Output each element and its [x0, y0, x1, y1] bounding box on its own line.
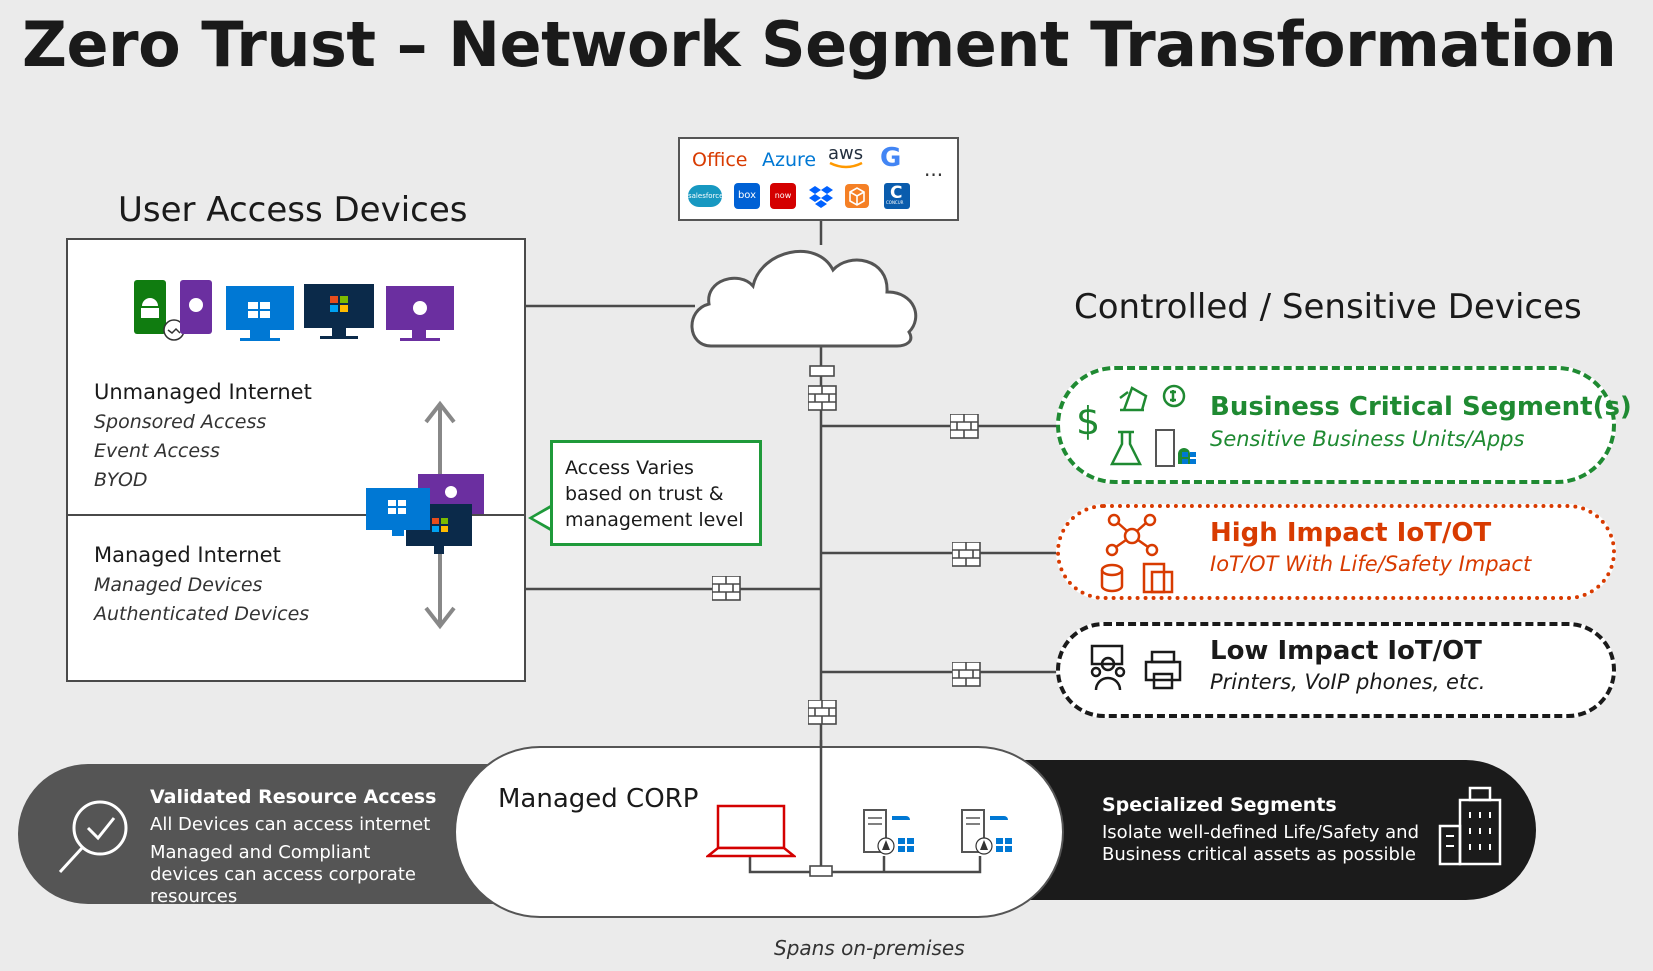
controlled-devices-heading: Controlled / Sensitive Devices: [1074, 287, 1582, 327]
aws-logo: aws: [828, 143, 864, 164]
dropbox-icon: [809, 186, 833, 208]
list-item: BYOD: [94, 469, 148, 491]
corp-lan-lines: [748, 740, 982, 877]
google-logo-icon: G: [880, 143, 902, 173]
low-impact-title: Low Impact IoT/OT: [1210, 636, 1482, 666]
package-icon: [845, 184, 869, 208]
search-check-icon: [58, 800, 128, 874]
more-apps-label: ...: [924, 157, 944, 181]
high-impact-subtitle: IoT/OT With Life/Safety Impact: [1210, 552, 1532, 576]
office-logo: Office: [692, 149, 748, 171]
people-printer-icon: [1090, 644, 1182, 691]
trust-level-arrow-icon: [366, 400, 484, 630]
list-item: Managed Devices: [94, 574, 263, 596]
aws-smile-icon: [829, 161, 863, 169]
firewall-icon: [952, 662, 981, 687]
firewall-icon: [808, 365, 837, 411]
validated-title: Validated Resource Access: [150, 786, 437, 808]
laptop-icon: [706, 804, 796, 858]
svg-text:$: $: [1076, 399, 1100, 443]
high-impact-title: High Impact IoT/OT: [1210, 518, 1492, 548]
internet-cloud-icon: [690, 249, 918, 348]
windows-monitor-icon: [226, 286, 294, 341]
server-icon: [961, 809, 1012, 855]
user-access-heading: User Access Devices: [118, 190, 468, 230]
validated-line1: All Devices can access internet: [150, 814, 431, 835]
validated-line2: Managed and Compliant devices can access…: [150, 842, 416, 907]
unmanaged-managed-divider: [66, 514, 526, 516]
high-impact-segment: High Impact IoT/OT IoT/OT With Life/Safe…: [1056, 504, 1616, 600]
device-icons-row: [134, 280, 454, 341]
unmanaged-internet-title: Unmanaged Internet: [94, 380, 312, 404]
business-icons: $: [1076, 384, 1196, 467]
business-critical-segment: $ Business Critical Segment(s) Sensitive…: [1056, 366, 1632, 484]
specialized-title: Specialized Segments: [1102, 794, 1337, 816]
footer-note: Spans on-premises: [774, 936, 965, 960]
iot-hub-icon: [1100, 513, 1174, 594]
salesforce-icon: salesforce: [688, 185, 723, 207]
saas-apps-box: Office Azure aws G ... salesforce box no…: [678, 137, 959, 221]
legacy-windows-monitor-icon: [304, 284, 374, 339]
list-item: Event Access: [94, 440, 220, 462]
firewall-icon: [808, 700, 837, 725]
firewall-icon: [712, 576, 741, 601]
managed-corp-title: Managed CORP: [498, 784, 699, 814]
box-icon: box: [734, 183, 760, 209]
list-item: Authenticated Devices: [94, 603, 310, 625]
business-critical-subtitle: Sensitive Business Units/Apps: [1210, 427, 1525, 451]
concur-icon: C CONCUR: [884, 183, 910, 209]
list-item: Sponsored Access: [94, 411, 267, 433]
servicenow-icon: now: [770, 183, 796, 209]
apple-phone-icon: [180, 280, 212, 334]
business-critical-title: Business Critical Segment(s): [1210, 392, 1632, 422]
access-callout: Access Varies based on trust & managemen…: [550, 440, 762, 546]
page-title: Zero Trust – Network Segment Transformat…: [22, 8, 1617, 81]
server-icon: [863, 809, 914, 855]
specialized-text: Isolate well-defined Life/Safety and Bus…: [1102, 822, 1420, 865]
mac-monitor-icon: [386, 286, 454, 341]
building-icon: [1438, 786, 1502, 866]
low-impact-subtitle: Printers, VoIP phones, etc.: [1210, 670, 1486, 694]
managed-internet-title: Managed Internet: [94, 543, 281, 567]
firewall-icon: [950, 414, 979, 439]
android-phone-icon: [134, 280, 166, 334]
azure-logo: Azure: [762, 149, 817, 171]
firewall-icon: [952, 542, 981, 567]
low-impact-segment: Low Impact IoT/OT Printers, VoIP phones,…: [1056, 622, 1616, 718]
